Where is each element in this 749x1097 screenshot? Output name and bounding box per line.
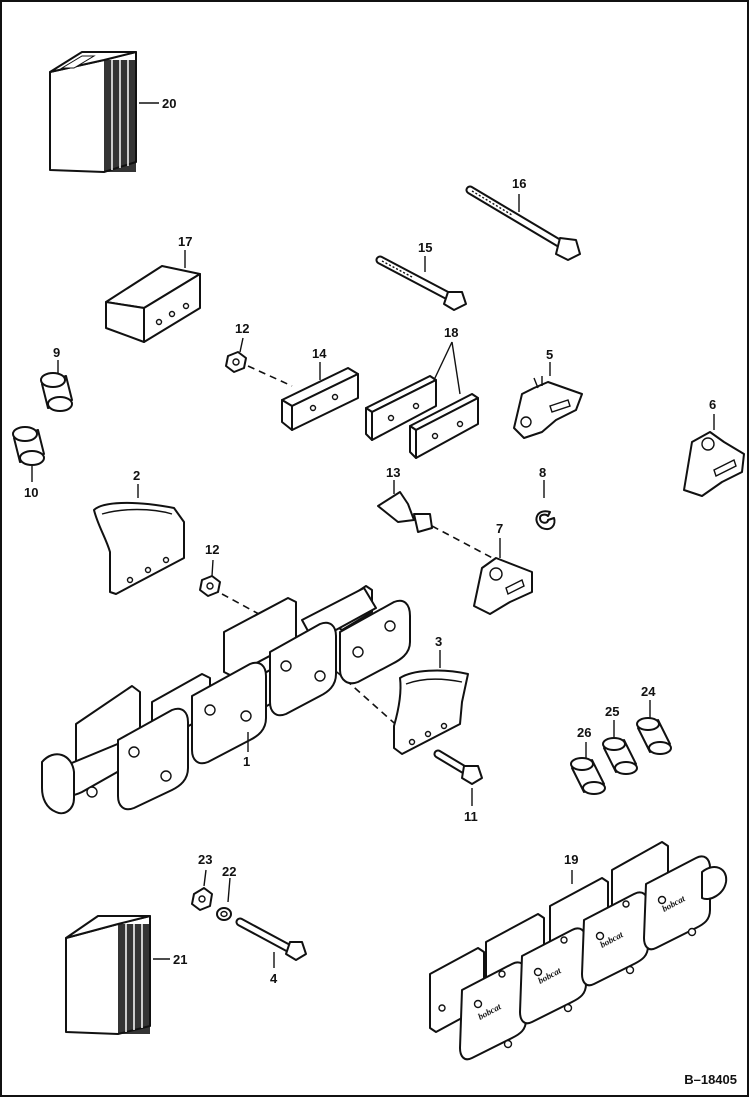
part-9-sleeve bbox=[40, 360, 73, 412]
callout-16: 16 bbox=[512, 176, 527, 191]
callout-12-upper: 12 bbox=[235, 321, 250, 336]
part-14-plate bbox=[281, 362, 359, 431]
callout-23: 23 bbox=[198, 852, 213, 867]
callout-6: 6 bbox=[709, 397, 717, 412]
callout-24: 24 bbox=[641, 684, 656, 699]
part-18-plates bbox=[365, 341, 479, 459]
part-23-nut bbox=[191, 869, 213, 911]
callout-15: 15 bbox=[418, 240, 433, 255]
callout-7: 7 bbox=[496, 521, 504, 536]
part-26-sleeve bbox=[570, 742, 606, 795]
part-19-chain bbox=[429, 841, 728, 1061]
callout-10: 10 bbox=[24, 485, 39, 500]
part-25-sleeve bbox=[602, 720, 638, 775]
part-1-chain-assembly bbox=[41, 585, 411, 815]
callout-26: 26 bbox=[577, 725, 592, 740]
chain-logo-4: bobcat bbox=[660, 893, 687, 914]
part-22-washer bbox=[216, 877, 232, 921]
part-6-bracket bbox=[683, 414, 745, 497]
chain-logo-2: bobcat bbox=[536, 965, 563, 986]
callout-8: 8 bbox=[539, 465, 547, 480]
part-7-bracket bbox=[473, 538, 533, 615]
part-13-tooth bbox=[377, 480, 501, 563]
callout-14: 14 bbox=[312, 346, 327, 361]
callout-17: 17 bbox=[178, 234, 193, 249]
callout-11: 11 bbox=[464, 809, 478, 824]
part-20-kit-box bbox=[49, 51, 159, 173]
callout-19: 19 bbox=[564, 852, 579, 867]
part-3-shroud bbox=[393, 650, 469, 755]
drawing-number: B–18405 bbox=[684, 1072, 737, 1087]
part-4-bolt bbox=[235, 917, 307, 968]
callout-18: 18 bbox=[444, 325, 459, 340]
part-12-nut-upper bbox=[225, 337, 293, 387]
chain-logo-1: bobcat bbox=[476, 1001, 503, 1022]
callout-20: 20 bbox=[162, 96, 177, 111]
callout-5: 5 bbox=[546, 347, 554, 362]
part-24-sleeve bbox=[636, 700, 672, 755]
part-15-bolt bbox=[375, 255, 467, 311]
part-16-long-bolt bbox=[465, 185, 581, 261]
callout-3: 3 bbox=[435, 634, 443, 649]
callout-1: 1 bbox=[243, 754, 251, 769]
chain-logo-3: bobcat bbox=[598, 929, 625, 950]
part-17-block bbox=[105, 250, 201, 343]
callout-22: 22 bbox=[222, 864, 237, 879]
callout-21: 21 bbox=[173, 952, 188, 967]
part-21-kit-box bbox=[65, 915, 170, 1035]
part-5-bracket bbox=[513, 362, 583, 439]
part-8-clip bbox=[535, 480, 556, 530]
callout-2: 2 bbox=[133, 468, 141, 483]
callout-13: 13 bbox=[386, 465, 401, 480]
callout-4: 4 bbox=[270, 971, 278, 986]
callout-12-lower: 12 bbox=[205, 542, 220, 557]
callout-9: 9 bbox=[53, 345, 61, 360]
part-10-sleeve bbox=[12, 426, 45, 482]
part-2-shroud bbox=[93, 484, 185, 595]
callout-25: 25 bbox=[605, 704, 620, 719]
part-11-bolt bbox=[433, 749, 483, 806]
